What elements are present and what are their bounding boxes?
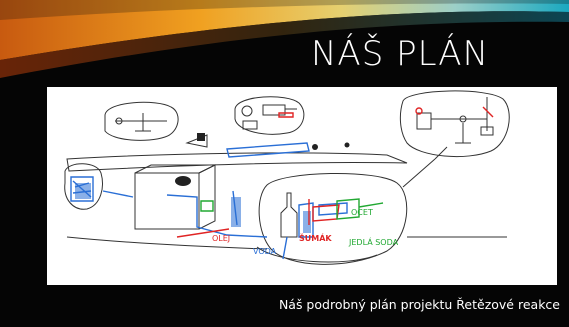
label-voda: VODA xyxy=(253,247,277,256)
label-olej: OLEJ xyxy=(212,234,230,243)
label-ocet: OCET xyxy=(351,208,373,217)
label-jedla-soda: JEDLÁ SODA xyxy=(348,236,399,247)
slide-title: NÁŠ PLÁN xyxy=(311,34,489,74)
hand-drawn-plan-image: OLEJ VODA ŠUMÁK OCET JEDLÁ SODA xyxy=(47,87,557,285)
decorative-swoosh xyxy=(0,0,569,78)
label-sumak: ŠUMÁK xyxy=(299,232,332,243)
slide-caption: Náš podrobný plán projektu Řetězové reak… xyxy=(278,297,560,312)
plan-sketch: OLEJ VODA ŠUMÁK OCET JEDLÁ SODA xyxy=(64,90,510,265)
